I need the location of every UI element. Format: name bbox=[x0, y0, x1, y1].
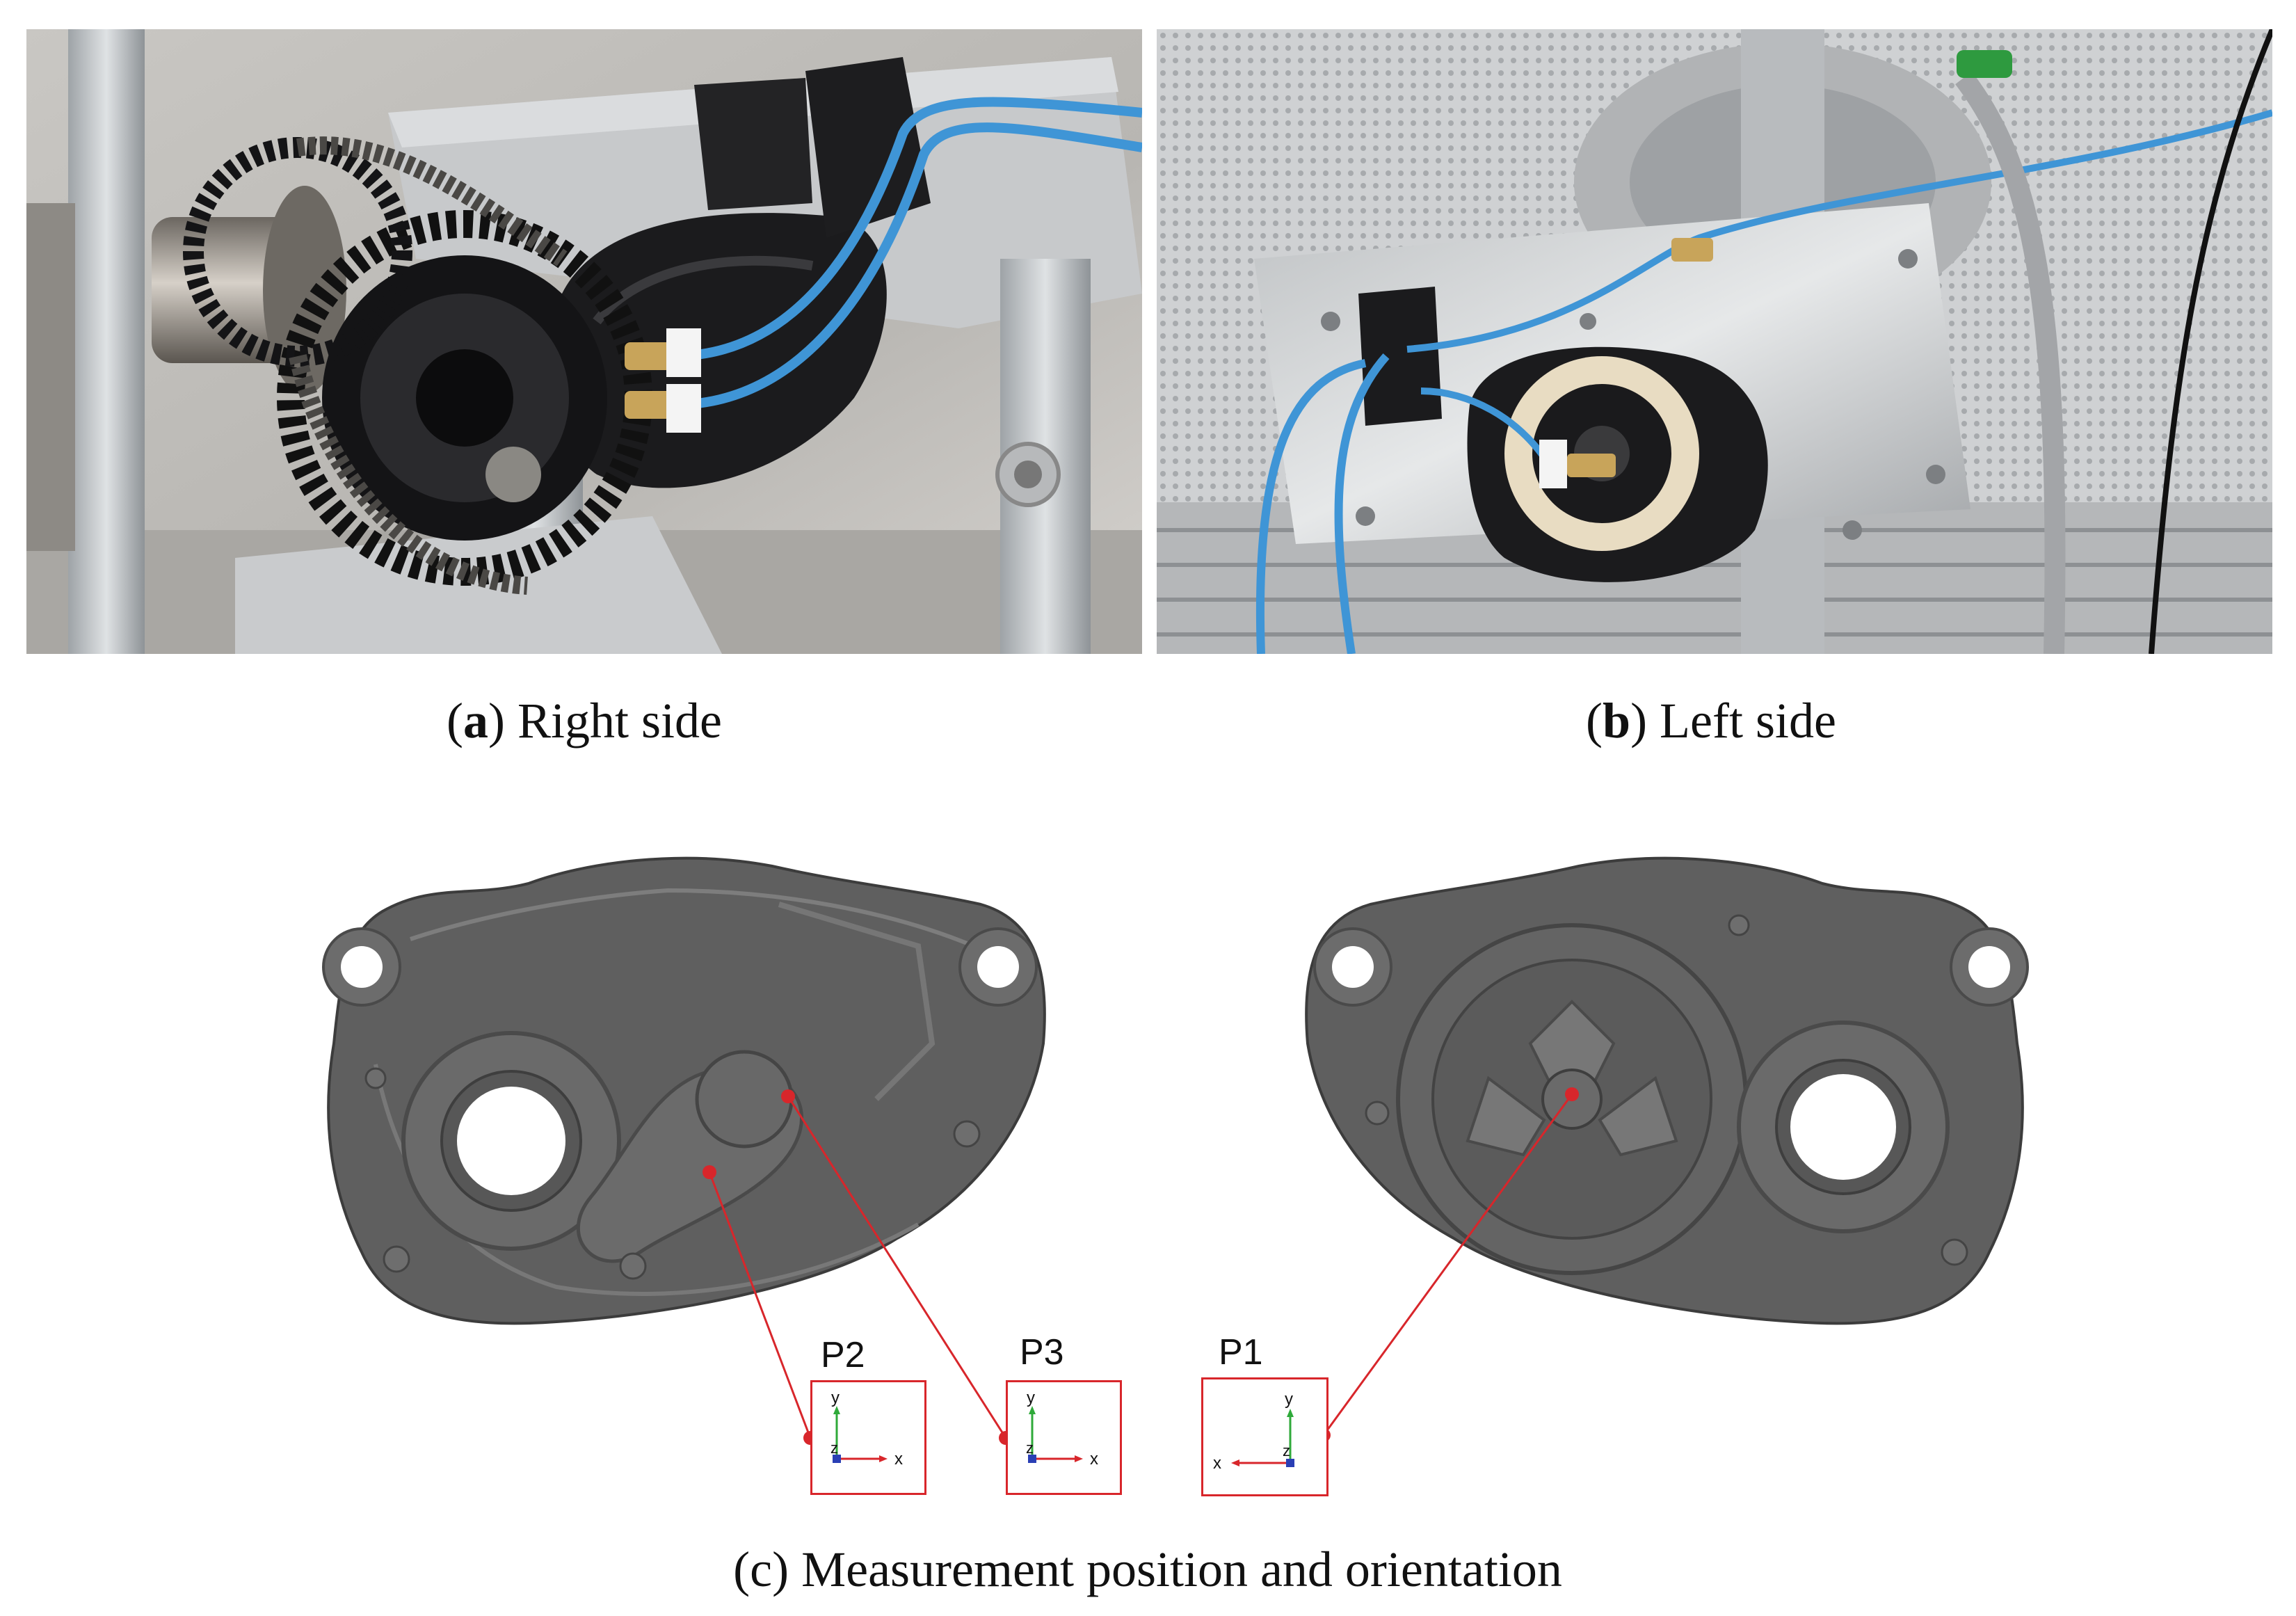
axis-label-x: x bbox=[894, 1450, 903, 1469]
point-label-p1: P1 bbox=[1219, 1332, 1263, 1373]
axis-label-y: y bbox=[831, 1389, 840, 1407]
housing-cad-right-side bbox=[292, 835, 1064, 1350]
leader-line-p3 bbox=[787, 1096, 1007, 1439]
caption-c: (c) Measurement position and orientation bbox=[733, 1542, 1562, 1597]
housing-cad-left-side bbox=[1287, 835, 2059, 1350]
photo-right-side bbox=[26, 29, 1142, 654]
axis-label-z: z bbox=[830, 1439, 838, 1457]
orientation-box-p2: y z x bbox=[810, 1380, 926, 1495]
axis-label-y: y bbox=[1285, 1390, 1293, 1409]
leader-line-p2 bbox=[708, 1171, 812, 1439]
axis-label-y: y bbox=[1027, 1389, 1035, 1407]
marker-p3-housing bbox=[781, 1089, 795, 1103]
point-label-p3: P3 bbox=[1020, 1332, 1064, 1373]
orientation-box-p3: y z x bbox=[1006, 1380, 1122, 1495]
axis-label-z: z bbox=[1026, 1439, 1034, 1457]
leader-line-p1 bbox=[1322, 1094, 1573, 1436]
axis-label-x: x bbox=[1090, 1450, 1098, 1469]
axis-label-z: z bbox=[1283, 1442, 1290, 1459]
marker-p2-housing bbox=[703, 1165, 716, 1179]
axis-label-x: x bbox=[1213, 1454, 1221, 1473]
caption-b: (b) Left side bbox=[1586, 693, 1836, 749]
photo-left-side bbox=[1157, 29, 2272, 654]
orientation-box-p1: y z x bbox=[1201, 1377, 1328, 1496]
marker-p1-housing bbox=[1565, 1087, 1579, 1101]
point-label-p2: P2 bbox=[821, 1335, 865, 1375]
caption-a: (a) Right side bbox=[447, 693, 722, 749]
